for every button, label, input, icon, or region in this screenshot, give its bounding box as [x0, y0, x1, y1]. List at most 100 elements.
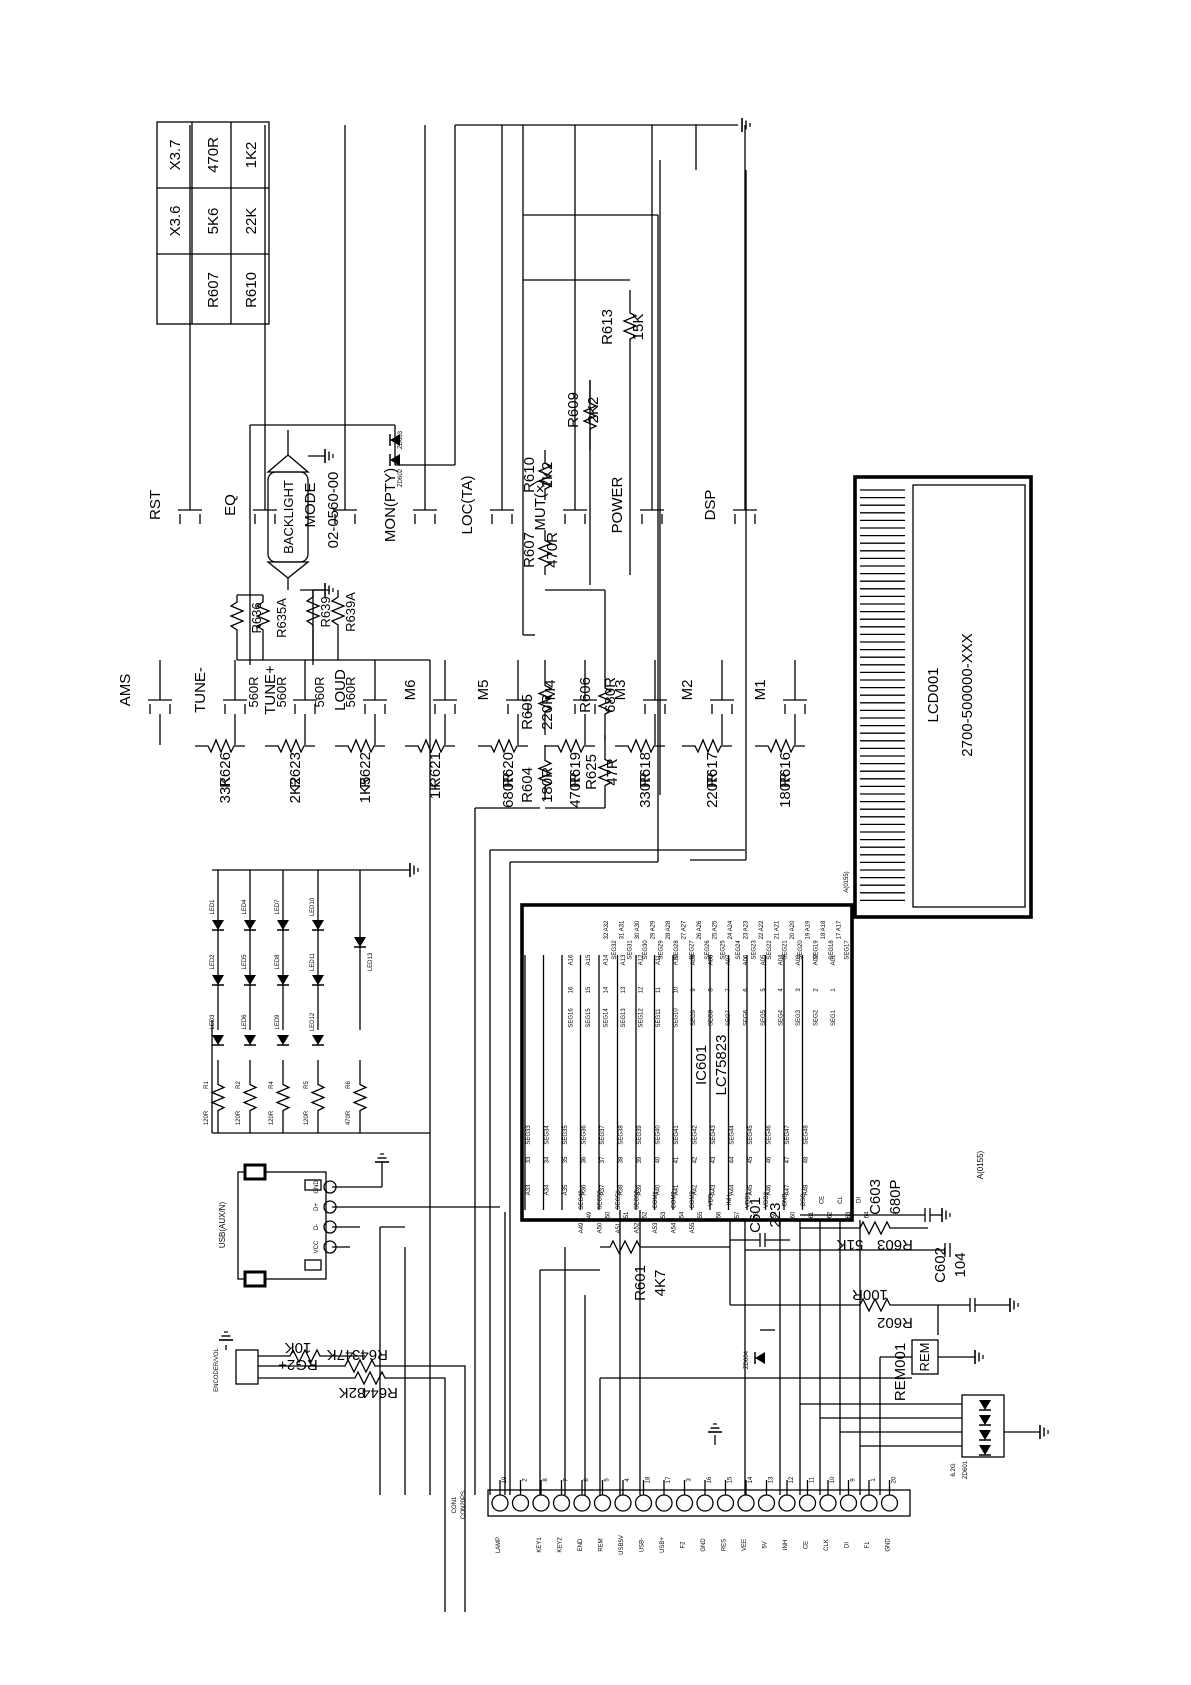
led-res-value: 120R: [236, 1110, 242, 1125]
r635a-label: R635A: [274, 598, 289, 638]
ic-part: LC75823: [713, 1035, 730, 1096]
key-res-value: 220R: [704, 772, 721, 808]
con1-pin-label: F1: [865, 1541, 871, 1549]
ic-left-a: A34: [545, 1184, 551, 1195]
r607-value: 470R: [544, 532, 561, 568]
ic-left-seg: SEG44: [730, 1125, 736, 1145]
zd601-value: 6.2G: [951, 1463, 957, 1476]
key-label: DSP: [702, 490, 719, 521]
ic-right-seg: SEG5: [761, 1009, 767, 1026]
ic-left-num: 40: [656, 1156, 662, 1163]
key-label: EQ: [222, 494, 239, 516]
key-bus-bottom: [695, 125, 747, 860]
ic-bottom-num: 49: [587, 1211, 593, 1218]
con1-pin-num: 16: [707, 1476, 713, 1483]
ground-icon: [1039, 1424, 1049, 1440]
led-res-value: 470R: [346, 1110, 352, 1125]
ic-top-label: 25 A25: [713, 920, 719, 939]
r639a-value: 560R: [343, 676, 358, 707]
key-res-value: 180R: [777, 772, 794, 808]
con1-pin-num: 15: [728, 1476, 734, 1483]
c603-name: C603: [867, 1179, 884, 1215]
led-icon: [243, 919, 257, 931]
ic-left-a: A38: [619, 1184, 625, 1195]
con1-pin-label: REM: [599, 1538, 605, 1551]
ic-left-num: 47: [785, 1156, 791, 1163]
r607-name: R607: [521, 532, 538, 568]
push-switch-icon: [433, 690, 457, 714]
r643-value: 47K: [327, 1346, 354, 1363]
ic-top-label: 31 A31: [620, 920, 626, 939]
ic-right-seg: SEG3: [796, 1009, 802, 1026]
table-head-x36-text: X3.6: [167, 206, 184, 237]
support-components: R601 4K7 C601 223 R603 51K C603 680P C60…: [600, 1179, 1049, 1479]
resistor-icon: [265, 738, 315, 754]
ic-left-num: 44: [730, 1156, 736, 1163]
table-row1-x36: 5K6: [205, 208, 222, 235]
ic-bottom-seg: COM1: [653, 1191, 659, 1209]
ic-tag: A(0155): [976, 1150, 985, 1179]
key-label: M3: [612, 680, 629, 701]
rem-label: REM: [917, 1343, 932, 1372]
ic-bottom-seg: INH: [727, 1195, 733, 1205]
zener-diode-icon: [978, 1399, 992, 1411]
ic-left-a: A33: [526, 1184, 532, 1195]
con1-pin-num: 2: [523, 1478, 529, 1482]
resistor-icon: [195, 738, 245, 754]
table-row2-x37: 1K2: [243, 142, 260, 169]
c601-value: 223: [767, 1202, 784, 1227]
ic-top-label: 27 A27: [682, 920, 688, 939]
resistor-icon: [582, 380, 598, 450]
ic-top-seg: SEG32: [612, 940, 618, 960]
con1-pin: F11: [860, 1478, 878, 1549]
ic-right-num: 5: [761, 988, 767, 992]
ic-bottom-seg: VDD: [709, 1193, 715, 1206]
key-label: MODE: [302, 483, 319, 528]
ic-right-a: A12: [639, 954, 645, 965]
key-label: M4: [542, 680, 559, 701]
r643-name: R643: [352, 1346, 388, 1363]
ic-bottom-num: 60: [791, 1211, 797, 1218]
ic-left-seg: SEG36: [582, 1125, 588, 1145]
ic-left-num: 39: [637, 1156, 643, 1163]
con1-pin-num: 4: [625, 1478, 631, 1482]
usb-pin-label: D+: [314, 1203, 320, 1211]
ic-left-seg: SEG42: [693, 1125, 699, 1145]
led-matrix: LED1LED2LED3R1120RLED4LED5LED6R2120RLED7…: [204, 862, 430, 1134]
r602-value: 100R: [852, 1286, 888, 1303]
con1-pin: USB+17: [655, 1476, 673, 1553]
con1-pin-num: 20: [892, 1476, 898, 1483]
con1-pin-num: 6: [584, 1478, 590, 1482]
push-switch-icon: [563, 500, 587, 524]
con1-pin-label: LAMP: [496, 1537, 502, 1553]
c602-name: C602: [932, 1247, 949, 1283]
r635a-value: 560R: [274, 676, 289, 707]
backlight-part: 02-0560-00: [325, 472, 342, 549]
zd601-name: ZD601: [963, 1460, 969, 1479]
ic-right-a: A09: [691, 954, 697, 965]
r606-value: 680R: [602, 677, 619, 713]
rg2-label: RG2+: [278, 1356, 318, 1373]
led-res-name: R2: [236, 1081, 242, 1089]
ic-bottom-seg: COM3: [690, 1191, 696, 1209]
led-label: LED6: [242, 1014, 248, 1030]
zener-diode-icon: [978, 1429, 992, 1441]
key-res-value: 1K: [427, 781, 444, 799]
push-switch-icon: [363, 690, 387, 714]
encoder-name: ENCODER/VOL: [214, 1348, 220, 1392]
